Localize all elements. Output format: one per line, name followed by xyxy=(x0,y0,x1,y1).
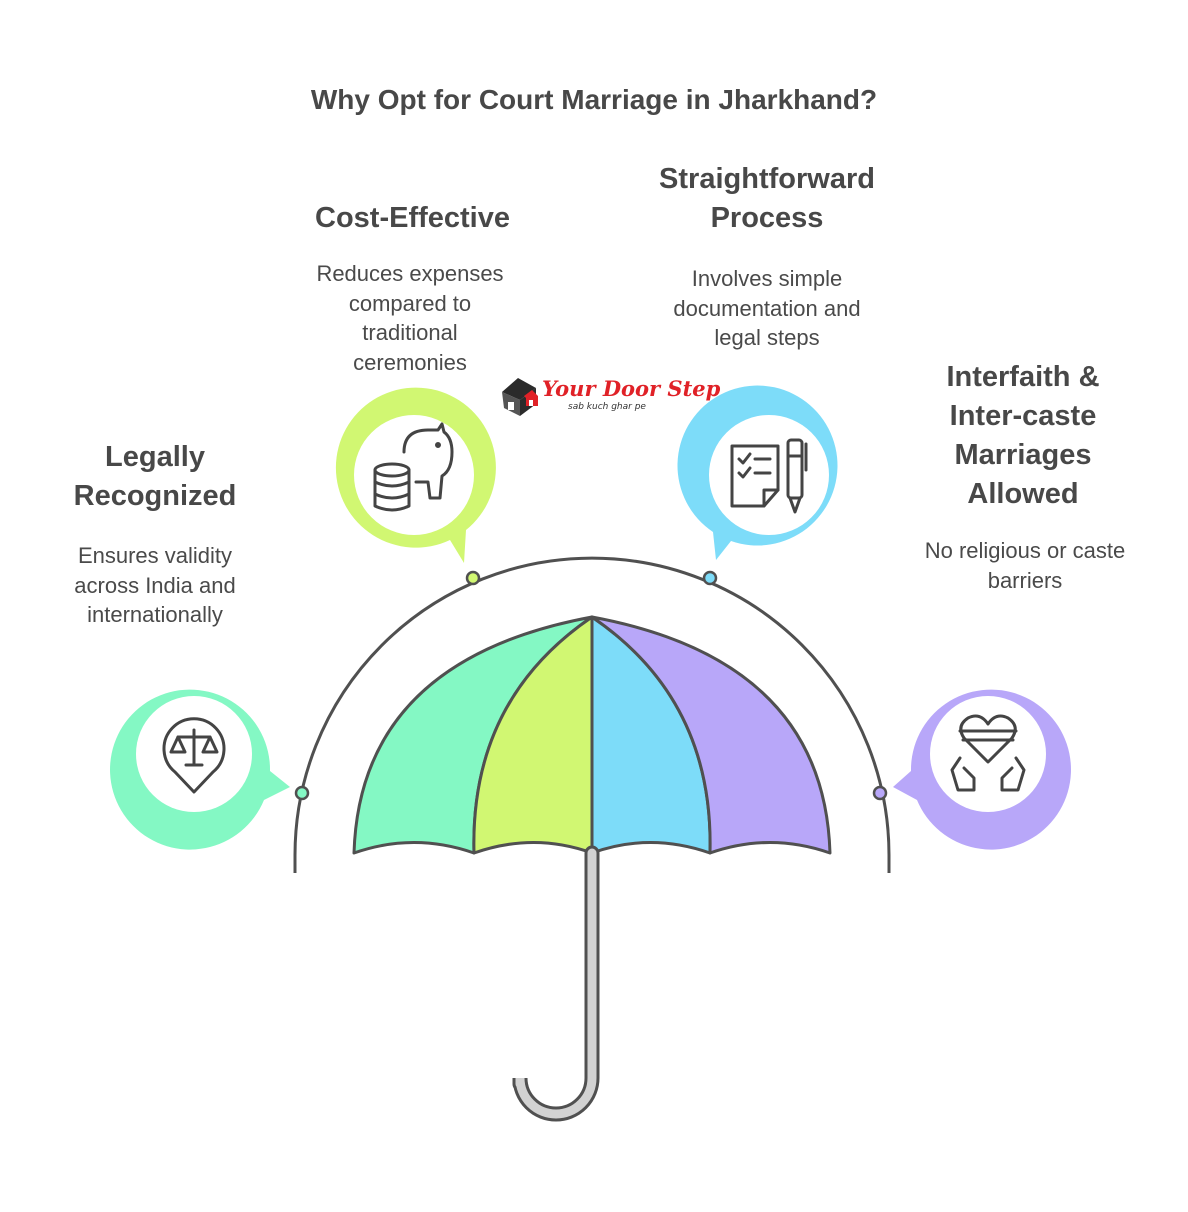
heading-line: Interfaith & xyxy=(946,361,1100,393)
description-line: Ensures validity xyxy=(77,543,233,568)
umbrella-handle xyxy=(512,845,600,1122)
heading-straightforward-process: Straightforward Process xyxy=(632,160,902,238)
brand-name: Your Door Step xyxy=(542,376,721,401)
heading-line: Process xyxy=(710,202,824,234)
connector-dot-purple xyxy=(872,785,888,801)
brand-logo: Your Door Step sab kuch ghar pe xyxy=(500,374,720,420)
connector-dot-green xyxy=(294,785,310,801)
description-interfaith-intercaste: No religious or caste barriers xyxy=(898,536,1152,595)
bubble-legally-recognized xyxy=(110,689,290,850)
description-straightforward-process: Involves simple documentation and legal … xyxy=(640,264,894,353)
connector-dot-lime xyxy=(465,570,481,586)
bubble-cost-effective xyxy=(335,387,496,563)
umbrella-canopy xyxy=(352,615,832,855)
piggy-bank-coins-icon xyxy=(373,422,454,512)
brand-tagline: sab kuch ghar pe xyxy=(568,402,646,412)
description-line: across India and xyxy=(74,572,236,598)
checklist-pen-icon xyxy=(730,438,808,514)
description-line: Reduces expenses xyxy=(316,261,504,286)
description-line: Involves simple xyxy=(691,266,843,291)
bubble-interfaith-intercaste xyxy=(893,689,1071,850)
heading-line: Allowed xyxy=(967,478,1079,510)
description-line: traditional xyxy=(362,320,458,345)
description-legally-recognized: Ensures validity across India and intern… xyxy=(35,541,275,630)
description-line: internationally xyxy=(87,602,223,627)
description-line: legal steps xyxy=(714,325,820,350)
heading-cost-effective: Cost-Effective xyxy=(290,199,535,238)
heading-interfaith-intercaste: Interfaith & Inter-caste Marriages Allow… xyxy=(898,358,1148,514)
heading-line: Marriages xyxy=(954,439,1092,471)
heading-line: Straightforward xyxy=(659,163,875,195)
outer-arc xyxy=(293,556,891,873)
scales-location-pin-icon xyxy=(162,717,226,794)
heading-line: Recognized xyxy=(73,480,237,512)
description-line: documentation and xyxy=(673,295,861,321)
umbrella-handle-fill xyxy=(515,848,597,1119)
description-line: ceremonies xyxy=(353,349,467,375)
page-title: Why Opt for Court Marriage in Jharkhand? xyxy=(310,84,878,115)
heading-line: Cost-Effective xyxy=(315,202,510,234)
connector-dot-blue xyxy=(702,570,718,586)
heading-legally-recognized: Legally Recognized xyxy=(35,438,275,516)
heading-line: Inter-caste xyxy=(949,400,1097,432)
bubble-straightforward-process xyxy=(677,385,838,560)
house-logo-icon xyxy=(502,378,538,416)
heart-in-hands-icon xyxy=(950,714,1026,792)
canopy-panel-lime xyxy=(472,615,594,855)
description-line: barriers xyxy=(987,567,1063,593)
description-line: compared to xyxy=(348,290,472,316)
heading-line: Legally xyxy=(105,441,205,473)
description-line: No religious or caste xyxy=(924,538,1126,563)
description-cost-effective: Reduces expenses compared to traditional… xyxy=(290,259,530,377)
canopy-panel-purple xyxy=(590,615,832,855)
